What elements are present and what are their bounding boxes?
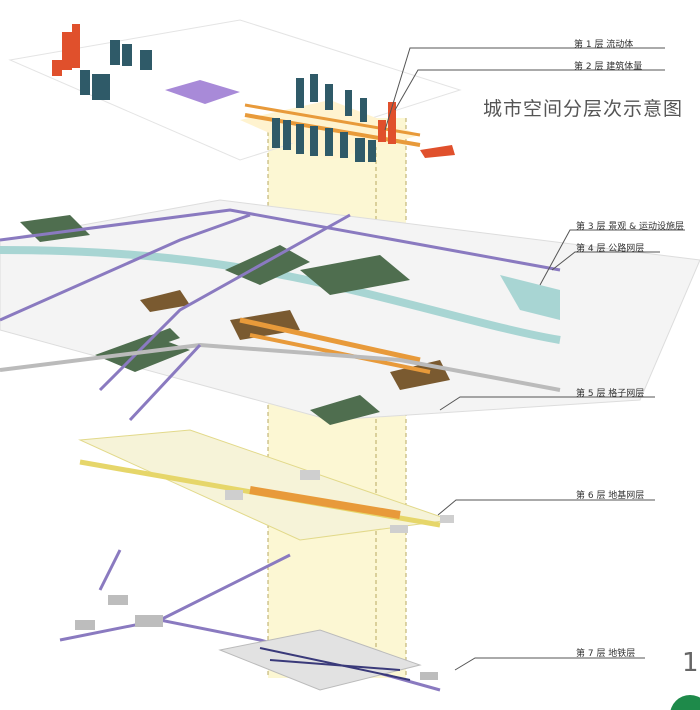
layer-1-label: 第 1 层 流动体 (574, 40, 634, 50)
layer-3-4-landscape-roads (0, 199, 700, 425)
layer-7-label: 第 7 层 地铁层 (576, 649, 636, 659)
corner-badge-icon (670, 695, 700, 710)
leader-lines (384, 47, 685, 671)
diagram-title: 城市空间分层次示意图 (483, 98, 684, 120)
layer-6-foundation (78, 429, 454, 541)
layer-5-label: 第 5 层 格子网层 (576, 389, 645, 399)
layer-3-label: 第 3 层 景观 & 运动设施层 (576, 222, 685, 232)
page-number: 12 (682, 648, 700, 678)
layer-6-label: 第 6 层 地基网层 (576, 491, 645, 501)
layer-4-label: 第 4 层 公路网层 (576, 244, 645, 254)
layer-7-subway (59, 549, 441, 692)
layer-2-label: 第 2 层 建筑体量 (574, 62, 643, 72)
layer-1-2-buildings (8, 19, 462, 162)
